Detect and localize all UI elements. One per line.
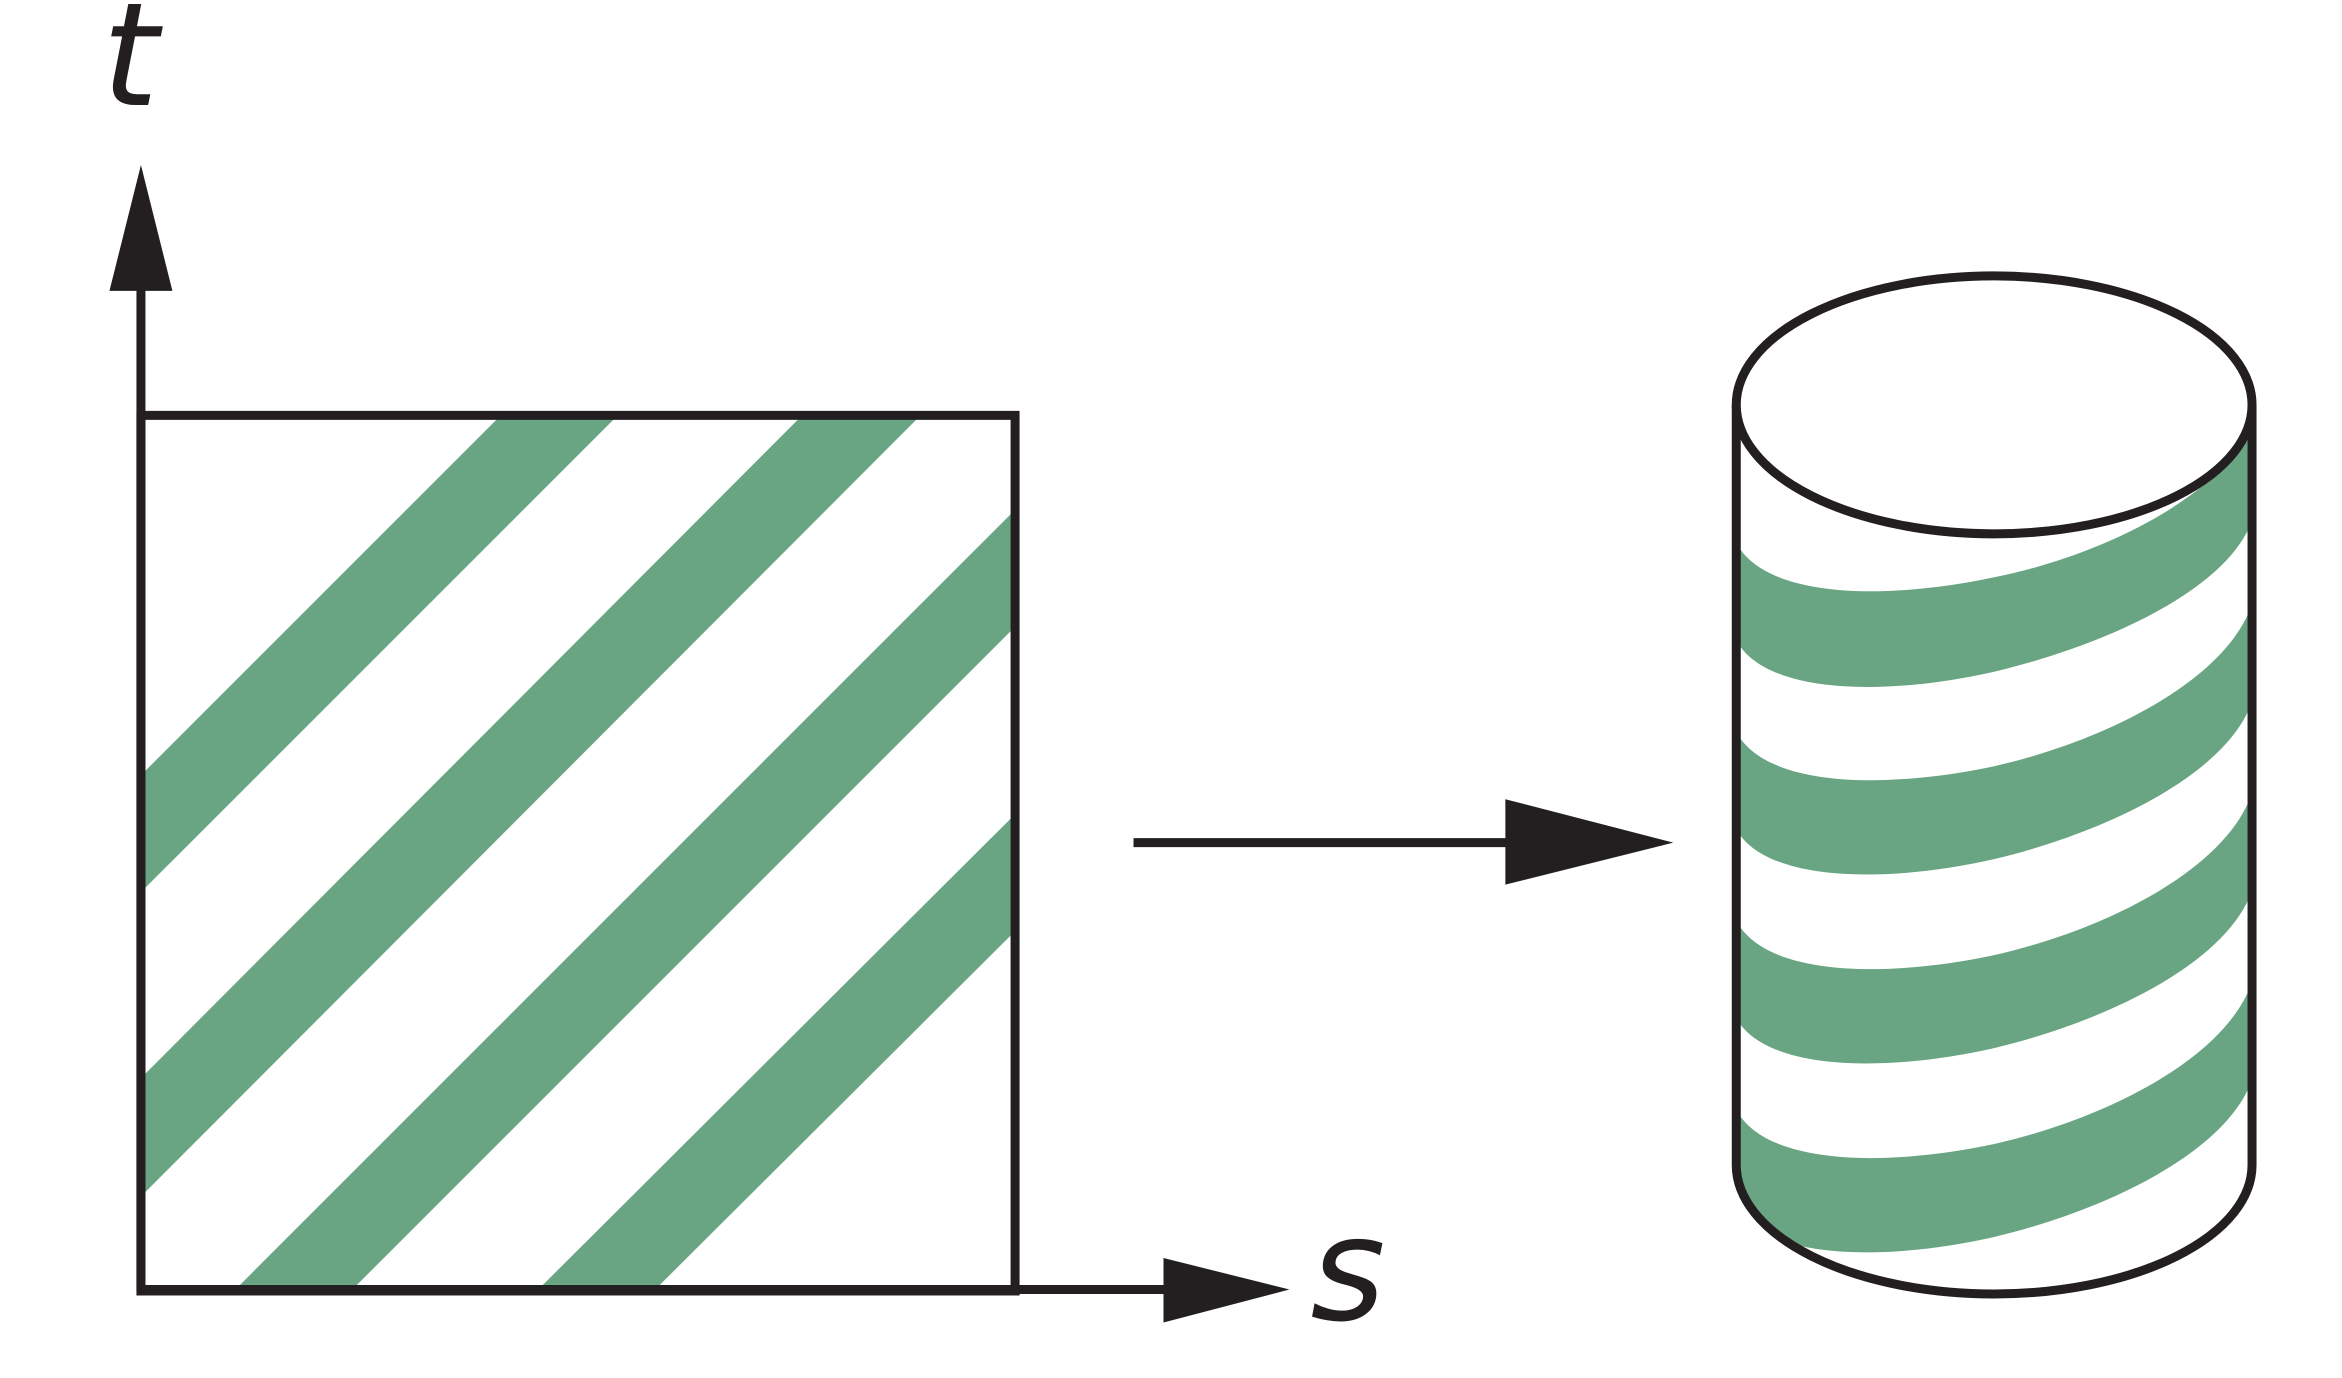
t-axis-arrowhead [109, 164, 173, 291]
cylinder-top-ellipse [1731, 271, 2257, 539]
mapping-arrow [1133, 799, 1674, 885]
square-outline [136, 410, 1020, 1296]
cylinder-band-1 [1736, 430, 2250, 688]
cylinder-side-outline [1731, 404, 2257, 1299]
parameter-square [136, 410, 1020, 1296]
s-axis: s [140, 1185, 1385, 1353]
square-stripe-3 [236, 512, 1013, 1288]
square-stripe-1 [143, 418, 615, 890]
cylinder-bands [1736, 430, 2250, 1253]
s-axis-arrowhead [1163, 1258, 1290, 1323]
t-axis: t [102, 0, 173, 1291]
square-stripes [143, 418, 1013, 1288]
s-axis-label: s [1310, 1185, 1385, 1353]
cylinder-band-4 [1736, 989, 2250, 1253]
cylinder-band-3 [1736, 800, 2250, 1064]
cylinder-band-2 [1736, 611, 2250, 875]
t-axis-label: t [102, 0, 163, 139]
square-stripe-4 [539, 817, 1013, 1288]
cylinder [1731, 271, 2257, 1299]
mapping-arrowhead [1505, 799, 1674, 885]
